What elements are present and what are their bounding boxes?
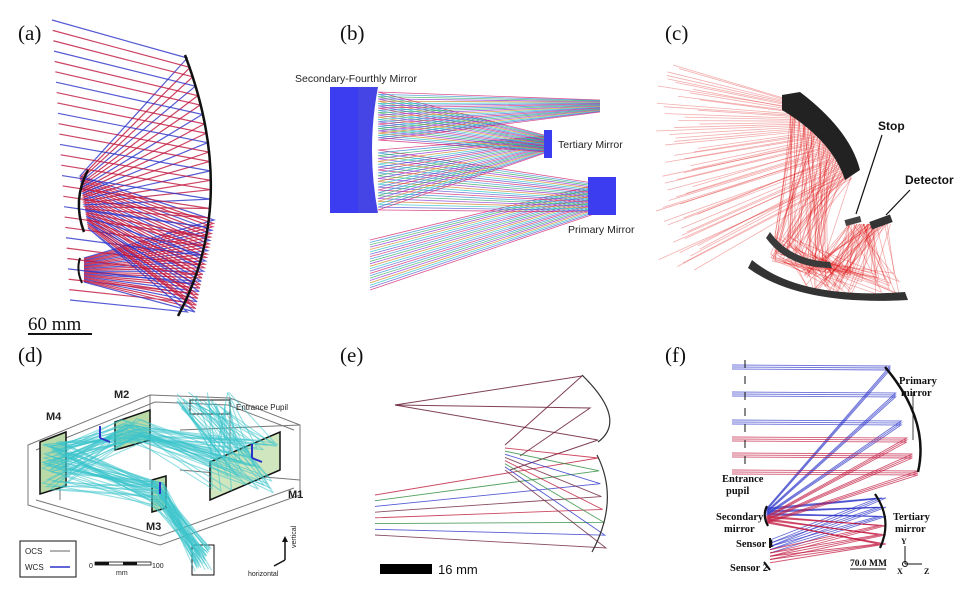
panel-d-m3-label: M3 — [146, 521, 161, 533]
panel-d: (d) M4 M2 M1 M3 Entrance Pupil — [18, 343, 303, 578]
panel-f-entrance-label-2: pupil — [726, 486, 749, 497]
panel-a-label: (a) — [18, 21, 41, 45]
panel-f: (f) Primary mirror Entrance pupil Second… — [665, 343, 938, 576]
panel-f-primary-label-2: mirror — [901, 388, 932, 399]
ray — [375, 470, 606, 548]
panel-a-scale-label: 60 mm — [28, 314, 82, 335]
panel-c-stop-label: Stop — [878, 119, 905, 133]
ray — [395, 405, 598, 470]
panel-f-axis-z: Z — [924, 567, 929, 576]
panel-b-rays — [370, 92, 600, 290]
panel-c-label: (c) — [665, 21, 688, 45]
panel-e: (e) 16 mm — [340, 343, 610, 577]
panel-d-legend-ocs: OCS — [25, 547, 42, 556]
panel-e-rays — [375, 376, 606, 548]
panel-f-secondary-label-2: mirror — [724, 524, 755, 535]
ray — [395, 405, 590, 456]
panel-b-tertiary-mirror — [544, 130, 552, 158]
ray — [375, 464, 604, 524]
panel-b-label: (b) — [340, 21, 365, 45]
panel-f-sensor2-label: Sensor 2 — [730, 563, 768, 574]
panel-f-rays — [732, 365, 918, 563]
panel-b-secondary-mirror-face — [358, 87, 378, 213]
panel-b: (b) Secondary-Fourthly Mirror Tertiary M… — [295, 21, 635, 290]
panel-d-entrance-label: Entrance Pupil — [236, 403, 288, 412]
panel-e-scale-bar — [380, 564, 432, 574]
panel-a: (a) 60 mm — [18, 20, 214, 335]
panel-d-m1-label: M1 — [288, 489, 303, 501]
panel-b-primary-label: Primary Mirror — [568, 224, 635, 236]
panel-f-axes-glyph — [903, 546, 923, 567]
panel-d-horizontal-arrow — [274, 560, 285, 566]
panel-d-legend-wcs: WCS — [25, 563, 44, 572]
ray — [395, 376, 582, 445]
panel-b-secondary-label: Secondary-Fourthly Mirror — [295, 73, 417, 85]
panel-b-primary-mirror — [588, 177, 616, 215]
panel-f-sensor1-label: Sensor 1 — [736, 539, 774, 550]
panel-d-label: (d) — [18, 343, 43, 367]
panel-f-entrance-label-1: Entrance — [722, 474, 764, 485]
panel-f-scale-label: 70.0 MM — [850, 559, 887, 569]
panel-c-detector-leader — [886, 190, 910, 215]
panel-c: (c) Stop Detector — [656, 21, 954, 301]
panel-f-axis-y: Y — [901, 537, 907, 546]
panel-d-horizontal-label: horizontal — [248, 571, 279, 578]
panel-d-vertical-label: vertical — [291, 525, 298, 548]
panel-e-primary-mirror — [582, 375, 610, 442]
panel-f-label: (f) — [665, 343, 686, 367]
ray — [59, 134, 209, 268]
panel-f-primary-label-1: Primary — [899, 376, 938, 387]
ray — [375, 457, 601, 512]
panel-d-scale-max: 100 — [152, 563, 164, 570]
panel-f-axis-x: X — [897, 567, 903, 576]
panel-e-scale-label: 16 mm — [438, 562, 478, 577]
panel-f-secondary-label-1: Secondary — [716, 512, 764, 523]
panel-b-tertiary-label: Tertiary Mirror — [558, 139, 623, 151]
panel-a-rays — [52, 20, 214, 312]
panel-d-scale-min: 0 — [89, 563, 93, 570]
panel-e-label: (e) — [340, 343, 363, 367]
panel-f-tertiary-label-1: Tertiary — [893, 512, 931, 523]
panel-d-vertical-arrowhead — [282, 536, 288, 542]
panel-c-stop-leader — [856, 135, 882, 214]
ray — [690, 93, 888, 276]
panel-b-secondary-mirror — [330, 87, 358, 213]
panel-d-scale-bar — [95, 562, 151, 565]
panel-c-detector-label: Detector — [905, 173, 954, 187]
ray — [375, 467, 605, 535]
panel-d-m2-label: M2 — [114, 389, 129, 401]
panel-d-scale-unit: mm — [116, 570, 128, 577]
ray — [375, 448, 598, 495]
ray — [375, 451, 599, 501]
panel-d-m4-label: M4 — [46, 411, 62, 423]
panel-c-rays — [656, 65, 899, 294]
panel-f-tertiary-label-2: mirror — [895, 524, 926, 535]
